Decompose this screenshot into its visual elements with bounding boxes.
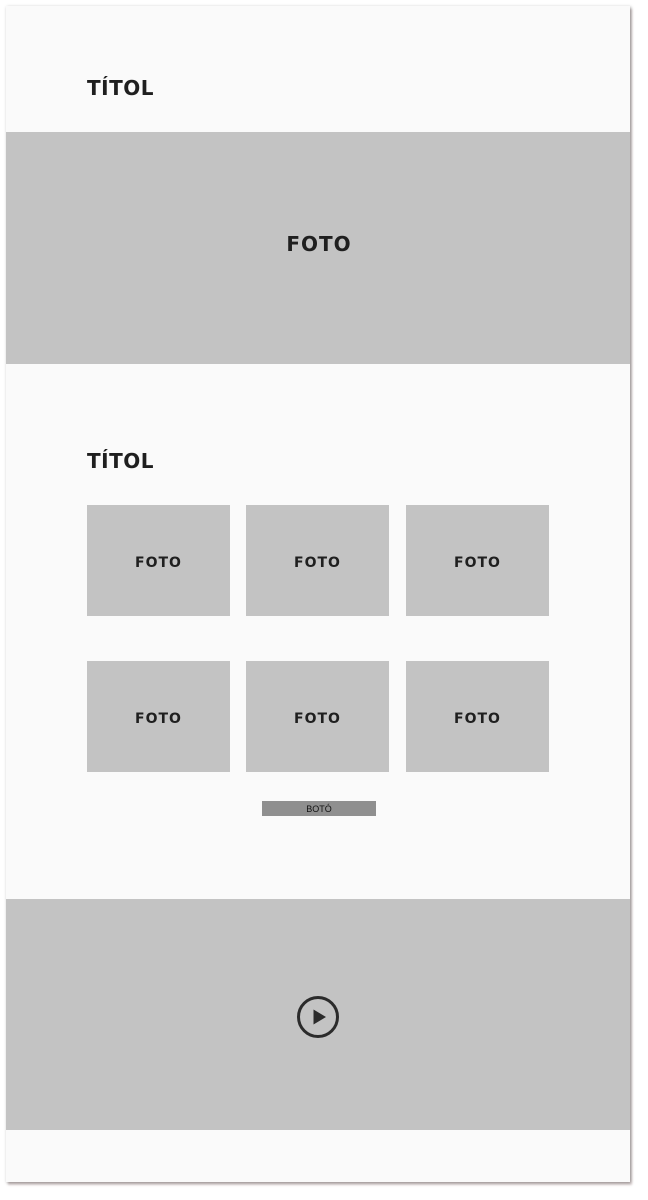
- gallery-photo-tile[interactable]: FOTO: [406, 661, 549, 772]
- hero-photo-label: FOTO: [286, 232, 352, 256]
- hero-photo-placeholder: FOTO: [6, 132, 630, 364]
- gallery-row: FOTO FOTO FOTO: [87, 661, 549, 772]
- gallery-photo-label: FOTO: [454, 710, 501, 727]
- gallery-photo-tile[interactable]: FOTO: [87, 505, 230, 616]
- gallery-photo-tile[interactable]: FOTO: [406, 505, 549, 616]
- gallery-title: TÍTOL: [87, 449, 154, 473]
- play-button[interactable]: [296, 995, 340, 1039]
- header-title: TÍTOL: [87, 76, 154, 100]
- page-canvas: TÍTOL FOTO TÍTOL FOTO FOTO FOTO FOTO FOT…: [6, 6, 630, 1182]
- video-placeholder: [6, 899, 630, 1130]
- gallery-photo-label: FOTO: [135, 710, 182, 727]
- gallery-photo-label: FOTO: [294, 554, 341, 571]
- gallery-photo-tile[interactable]: FOTO: [87, 661, 230, 772]
- gallery-photo-tile[interactable]: FOTO: [246, 661, 389, 772]
- gallery-row: FOTO FOTO FOTO: [87, 505, 549, 616]
- gallery-photo-label: FOTO: [454, 554, 501, 571]
- play-circle-icon: [296, 995, 340, 1039]
- gallery-more-button[interactable]: BOTÓ: [262, 801, 376, 816]
- gallery-photo-label: FOTO: [135, 554, 182, 571]
- gallery-photo-label: FOTO: [294, 710, 341, 727]
- gallery-photo-tile[interactable]: FOTO: [246, 505, 389, 616]
